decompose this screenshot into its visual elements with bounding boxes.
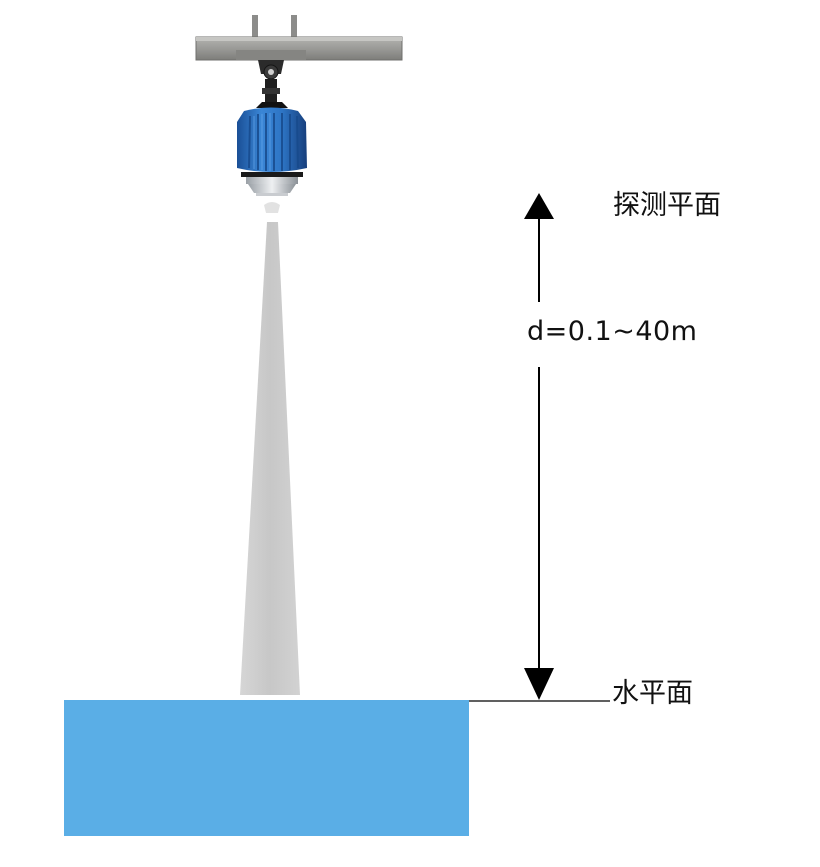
water-body [64, 700, 469, 836]
arrow-up-icon [524, 193, 554, 219]
arrow-down-icon [524, 668, 554, 700]
water-surface-label: 水平面 [612, 678, 693, 709]
distance-range-label: d=0.1~40m [527, 316, 698, 347]
swivel-joint-icon [258, 60, 284, 103]
ultrasonic-beam-cone [240, 222, 300, 695]
mounting-bracket-icon [195, 15, 403, 61]
detection-plane-label: 探测平面 [613, 190, 721, 221]
ultrasonic-beam [264, 202, 280, 213]
distance-arrow [524, 193, 554, 700]
ultrasonic-level-sensor-icon [237, 102, 307, 196]
